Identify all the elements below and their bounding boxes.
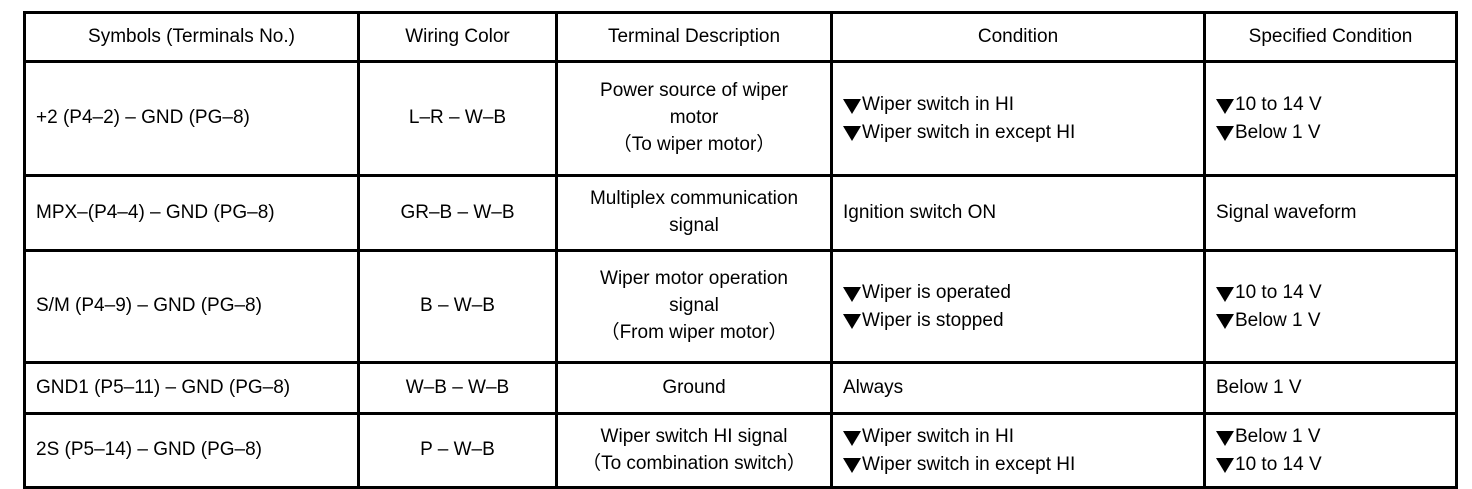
cell-condition: Wiper switch in HI Wiper switch in excep… bbox=[830, 60, 1206, 177]
table-row: +2 (P4–2) – GND (PG–8) L–R – W–B Power s… bbox=[23, 60, 1458, 177]
description-line: （To combination switch） bbox=[582, 452, 806, 474]
down-triangle-icon bbox=[1216, 458, 1234, 474]
column-header-terminal-description: Terminal Description bbox=[555, 11, 833, 63]
condition-text: Wiper switch in HI bbox=[862, 93, 1015, 115]
specified-text: 10 to 14 V bbox=[1235, 453, 1322, 475]
list-item: Wiper switch in except HI bbox=[843, 119, 1193, 147]
cell-terminal-description: Multiplex communication signal bbox=[555, 174, 833, 252]
cell-condition: Wiper is operated Wiper is stopped bbox=[830, 249, 1206, 364]
cell-symbols: 2S (P5–14) – GND (PG–8) bbox=[23, 412, 360, 489]
specified-list: Below 1 V 10 to 14 V bbox=[1216, 423, 1445, 478]
condition-list: Wiper is operated Wiper is stopped bbox=[843, 279, 1193, 334]
specified-text: 10 to 14 V bbox=[1235, 281, 1322, 303]
column-header-wiring-color: Wiring Color bbox=[357, 11, 558, 63]
specified-list: 10 to 14 V Below 1 V bbox=[1216, 91, 1445, 146]
cell-terminal-description: Power source of wiper motor （To wiper mo… bbox=[555, 60, 833, 177]
down-triangle-icon bbox=[1216, 314, 1234, 330]
down-triangle-icon bbox=[1216, 430, 1234, 446]
column-header-specified-condition: Specified Condition bbox=[1203, 11, 1458, 63]
column-header-symbols: Symbols (Terminals No.) bbox=[23, 11, 360, 63]
condition-text: Wiper is stopped bbox=[862, 309, 1004, 331]
condition-list: Wiper switch in HI Wiper switch in excep… bbox=[843, 91, 1193, 146]
description-line: Multiplex communication bbox=[589, 188, 799, 210]
list-item: Wiper is stopped bbox=[843, 307, 1193, 335]
cell-specified-condition: Signal waveform bbox=[1203, 174, 1458, 252]
down-triangle-icon bbox=[843, 98, 861, 114]
list-item: Wiper switch in HI bbox=[843, 91, 1193, 119]
condition-text: Wiper switch in except HI bbox=[862, 121, 1076, 143]
list-item: 10 to 14 V bbox=[1216, 451, 1445, 479]
column-header-condition: Condition bbox=[830, 11, 1206, 63]
cell-wiring-color: B – W–B bbox=[357, 249, 558, 364]
table-row: S/M (P4–9) – GND (PG–8) B – W–B Wiper mo… bbox=[23, 249, 1458, 364]
table-body: +2 (P4–2) – GND (PG–8) L–R – W–B Power s… bbox=[23, 60, 1458, 489]
list-item: Wiper switch in except HI bbox=[843, 451, 1193, 479]
down-triangle-icon bbox=[843, 458, 861, 474]
description-line: （From wiper motor） bbox=[600, 321, 788, 343]
cell-terminal-description: Ground bbox=[555, 361, 833, 415]
list-item: Below 1 V bbox=[1216, 307, 1445, 335]
description-line: motor bbox=[669, 107, 719, 129]
down-triangle-icon bbox=[1216, 98, 1234, 114]
down-triangle-icon bbox=[843, 314, 861, 330]
table-row: 2S (P5–14) – GND (PG–8) P – W–B Wiper sw… bbox=[23, 412, 1458, 489]
table-row: GND1 (P5–11) – GND (PG–8) W–B – W–B Grou… bbox=[23, 361, 1458, 415]
cell-specified-condition: 10 to 14 V Below 1 V bbox=[1203, 60, 1458, 177]
cell-wiring-color: W–B – W–B bbox=[357, 361, 558, 415]
description-line: Wiper motor operation bbox=[600, 268, 788, 290]
cell-specified-condition: Below 1 V 10 to 14 V bbox=[1203, 412, 1458, 489]
list-item: Below 1 V bbox=[1216, 423, 1445, 451]
cell-terminal-description: Wiper motor operation signal （From wiper… bbox=[555, 249, 833, 364]
specified-text: 10 to 14 V bbox=[1235, 93, 1322, 115]
condition-text: Wiper is operated bbox=[862, 281, 1011, 303]
table-row: MPX–(P4–4) – GND (PG–8) GR–B – W–B Multi… bbox=[23, 174, 1458, 252]
specified-text: Below 1 V bbox=[1235, 309, 1321, 331]
specified-text: Below 1 V bbox=[1235, 425, 1321, 447]
down-triangle-icon bbox=[1216, 286, 1234, 302]
header-row: Symbols (Terminals No.) Wiring Color Ter… bbox=[23, 11, 1458, 63]
cell-condition: Ignition switch ON bbox=[830, 174, 1206, 252]
cell-specified-condition: 10 to 14 V Below 1 V bbox=[1203, 249, 1458, 364]
down-triangle-icon bbox=[843, 126, 861, 142]
description-line: signal bbox=[669, 295, 719, 317]
list-item: Wiper is operated bbox=[843, 279, 1193, 307]
description-line: （To wiper motor） bbox=[612, 133, 776, 155]
cell-wiring-color: GR–B – W–B bbox=[357, 174, 558, 252]
specified-list: 10 to 14 V Below 1 V bbox=[1216, 279, 1445, 334]
table-header: Symbols (Terminals No.) Wiring Color Ter… bbox=[23, 11, 1458, 63]
condition-text: Wiper switch in HI bbox=[862, 425, 1015, 447]
down-triangle-icon bbox=[843, 286, 861, 302]
cell-specified-condition: Below 1 V bbox=[1203, 361, 1458, 415]
down-triangle-icon bbox=[1216, 126, 1234, 142]
list-item: 10 to 14 V bbox=[1216, 91, 1445, 119]
list-item: 10 to 14 V bbox=[1216, 279, 1445, 307]
cell-terminal-description: Wiper switch HI signal （To combination s… bbox=[555, 412, 833, 489]
description-line: signal bbox=[669, 215, 719, 236]
cell-wiring-color: P – W–B bbox=[357, 412, 558, 489]
cell-wiring-color: L–R – W–B bbox=[357, 60, 558, 177]
cell-symbols: +2 (P4–2) – GND (PG–8) bbox=[23, 60, 360, 177]
description-line: Wiper switch HI signal bbox=[600, 425, 788, 447]
description-line: Power source of wiper bbox=[600, 80, 788, 102]
cell-condition: Always bbox=[830, 361, 1206, 415]
terminal-inspection-table: Symbols (Terminals No.) Wiring Color Ter… bbox=[23, 11, 1458, 489]
specified-text: Below 1 V bbox=[1235, 121, 1321, 143]
cell-symbols: S/M (P4–9) – GND (PG–8) bbox=[23, 249, 360, 364]
list-item: Wiper switch in HI bbox=[843, 423, 1193, 451]
cell-symbols: GND1 (P5–11) – GND (PG–8) bbox=[23, 361, 360, 415]
down-triangle-icon bbox=[843, 430, 861, 446]
list-item: Below 1 V bbox=[1216, 119, 1445, 147]
cell-condition: Wiper switch in HI Wiper switch in excep… bbox=[830, 412, 1206, 489]
condition-list: Wiper switch in HI Wiper switch in excep… bbox=[843, 423, 1193, 478]
condition-text: Wiper switch in except HI bbox=[862, 453, 1076, 475]
cell-symbols: MPX–(P4–4) – GND (PG–8) bbox=[23, 174, 360, 252]
